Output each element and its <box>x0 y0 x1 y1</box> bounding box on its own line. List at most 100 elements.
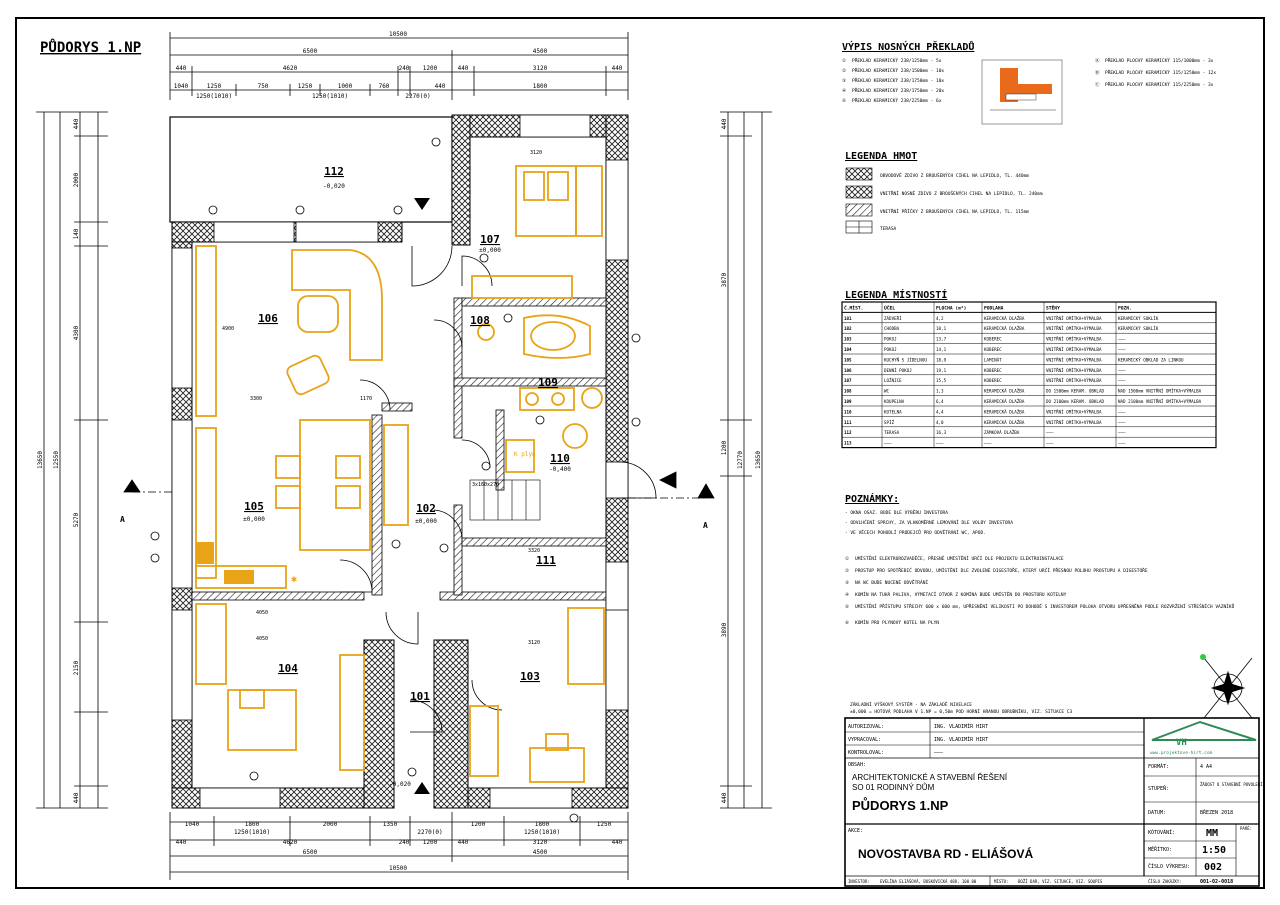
dim-left-part: 2000 <box>73 172 80 187</box>
dim-right-part: 1200 <box>721 440 728 455</box>
stairs <box>469 479 541 521</box>
materials-title: LEGENDA HMOT <box>845 151 917 162</box>
room-number: 101 <box>410 690 430 703</box>
lintel-key: ⑤ <box>842 98 847 104</box>
tb-value: EVELÍNA ELIÁŠOVÁ, BOSKOVICKÁ 488, 100 00 <box>880 879 977 884</box>
note-text: UMÍSTĚNÍ ELEKTROROZVADĚČE, PŘESNÉ UMÍSTĚ… <box>855 554 1064 562</box>
material-text: VNITŘNÍ PŘÍČKY Z BROUŠENÝCH CIHEL NA LEP… <box>880 207 1029 215</box>
dim-left-part: 440 <box>73 118 80 129</box>
room-number: 102 <box>416 502 436 515</box>
rooms-table-cell: 107 <box>844 378 852 383</box>
dim-top-r3: 1800 <box>533 83 548 90</box>
dim-top-r2: 440 <box>176 65 187 72</box>
rooms-table-cell: 111 <box>844 420 852 425</box>
rooms-table-cell: KOBEREC <box>984 378 1002 383</box>
rooms-table-cell: NAD 2100mm VNITŘNÍ OMÍTKA+VÝMALBA <box>1118 399 1202 404</box>
section-line-a <box>123 471 715 499</box>
dim-bottom-r2: 440 <box>458 839 469 846</box>
tb-label: FORMÁT: <box>1148 763 1169 770</box>
tb-value: ING. VLADIMÍR HIRT <box>934 722 988 730</box>
dim-left-inner: 12550 <box>53 451 60 469</box>
lintel-text: PŘEKLAD KERAMICKÝ 238/1250mm - 5x <box>852 56 942 64</box>
note-key: ⑥ <box>845 620 850 626</box>
dim-right-part: 440 <box>721 118 728 129</box>
lintel-key: Ⓒ <box>1095 81 1100 88</box>
rooms-table-cell: 102 <box>844 326 852 331</box>
swatch-bearing <box>845 185 873 199</box>
furniture <box>195 165 605 783</box>
rooms-table-cell: POKOJ <box>884 347 897 352</box>
note-key: ⑤ <box>845 604 850 610</box>
rooms-table-cell: VNITŘNÍ OMÍTKA+VÝMALBA <box>1046 368 1102 373</box>
dim-top-r3: 1250 <box>298 83 313 90</box>
rooms-table-cell: 18,9 <box>936 357 947 362</box>
tb-value: BOŽÍ DAR, VIZ. SITUACE, VIZ. SOUPIS <box>1018 879 1103 884</box>
rooms-table-cell: VNITŘNÍ OMÍTKA+VÝMALBA <box>1046 326 1102 331</box>
note-bullet: - OKNA OSAZ. BUDE DLE VÝBĚRU INVESTORA <box>845 508 948 516</box>
rooms-table-cell: KERAMICKÝ OBKLAD ZA LINKOU <box>1118 357 1184 362</box>
rooms-table-cell: ——— <box>1118 378 1126 383</box>
inner-dim: 3120 <box>528 640 540 646</box>
dim-bottom-r2: 4620 <box>283 839 298 846</box>
lintel-key: Ⓐ <box>1095 57 1100 64</box>
dim-right-inner: 12770 <box>737 451 744 469</box>
room-number: 107 <box>480 233 500 246</box>
company-logo: VH www.projektove-hirt.com <box>1150 720 1257 756</box>
dim-bottom-left: 6500 <box>303 849 318 856</box>
rooms-table-cell: VNITŘNÍ OMÍTKA+VÝMALBA <box>1046 420 1102 425</box>
rooms-table-cell: WC <box>884 389 890 394</box>
left-dimension-texts: 13650 12550 440 2000 140 4300 5270 2150 … <box>37 118 80 803</box>
inner-dim: 4900 <box>222 326 234 332</box>
rooms-table-cell: ZÁMKOVÁ DLAŽBA <box>984 430 1020 435</box>
rooms-table-cell: 109 <box>844 399 852 404</box>
rooms-table-cell: VNITŘNÍ OMÍTKA+VÝMALBA <box>1046 378 1102 383</box>
dim-top-r3: 440 <box>435 83 446 90</box>
rooms-table-cell: SPÍŽ <box>884 420 895 425</box>
gas-label: K plyn <box>514 451 536 458</box>
section-label-right: A <box>703 521 708 530</box>
dim-bottom-r1b: 1250(1010) <box>234 829 270 836</box>
tb-obsah: ARCHITEKTONICKÉ A STAVEBNÍ ŘEŠENÍ <box>852 773 1008 782</box>
rooms-table-cell: 1,3 <box>936 389 944 394</box>
dim-left-total: 13650 <box>37 451 44 469</box>
rooms-table-header: ÚČEL <box>884 304 895 311</box>
tb-value: 002 <box>1204 862 1222 873</box>
rooms-table-cell: 108 <box>844 389 852 394</box>
section-label-left: A <box>120 515 125 524</box>
room-level: ±0,000 <box>415 518 437 525</box>
tb-value: 4 A4 <box>1200 764 1212 770</box>
dim-bottom-r2: 240 <box>399 839 410 846</box>
dim-bottom-r1b: 1250(1010) <box>524 829 560 836</box>
dim-top-left: 6500 <box>303 48 318 55</box>
rooms-legend-title: LEGENDA MÍSTNOSTÍ <box>845 288 947 301</box>
rooms-table-header: POZN. <box>1118 305 1132 311</box>
rooms-table-cell: 4,4 <box>936 409 944 414</box>
dim-bottom-r1: 1800 <box>535 821 550 828</box>
material-text: OBVODOVÉ ZDIVO Z BROUŠENÝCH CIHEL NA LEP… <box>880 171 1029 179</box>
rooms-table-header: STĚNY <box>1046 303 1060 311</box>
rooms-table-cell: DENNÍ POKOJ <box>884 368 912 373</box>
lintel-key: ④ <box>842 88 847 94</box>
rooms-table-cell: VNITŘNÍ OMÍTKA+VÝMALBA <box>1046 347 1102 352</box>
entrance-arrow <box>414 198 430 210</box>
rooms-table-cell: 101 <box>844 316 852 321</box>
dim-left-part: 2150 <box>73 660 80 675</box>
material-text: TERASA <box>880 226 897 232</box>
rooms-table-cell: KERAMICKÝ SOKLÍK <box>1118 316 1159 321</box>
dim-top-r3: 760 <box>379 83 390 90</box>
sheet-frame <box>15 17 1265 889</box>
tb-value: ŽÁDOST O STAVEBNÍ POVOLENÍ <box>1200 782 1263 787</box>
dim-left-part: 4300 <box>73 325 80 340</box>
rooms-table-cell: VNITŘNÍ OMÍTKA+VÝMALBA <box>1046 316 1102 321</box>
rooms-table-cell: ——— <box>936 441 944 446</box>
rooms-table-cell: 16,3 <box>936 430 947 435</box>
dim-bottom-r1: 1250 <box>597 821 612 828</box>
dim-right-part: 3890 <box>721 622 728 637</box>
rooms-table-cell: 13,7 <box>936 337 947 342</box>
room-level: -0,020 <box>323 183 345 190</box>
lintel-key: ① <box>842 58 847 64</box>
room-labels: 112 -0,020 107 ±0,000 106 108 109 110 -0… <box>243 165 571 788</box>
dim-bottom-r2: 1200 <box>423 839 438 846</box>
rooms-table-cell: CHODBA <box>884 326 900 331</box>
rooms-table-cell: 110 <box>844 409 852 414</box>
